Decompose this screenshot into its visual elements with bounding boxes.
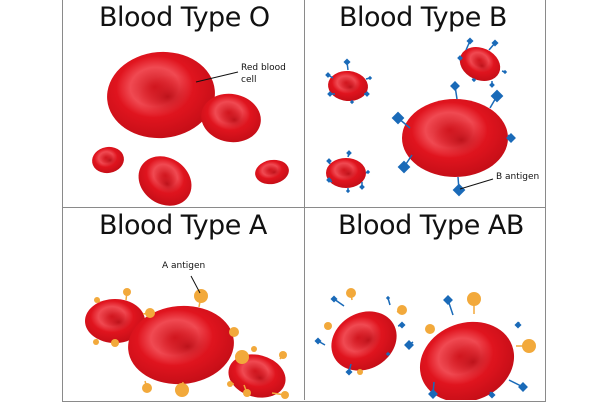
b-antigen-icon xyxy=(326,158,332,164)
b-antigen-icon xyxy=(491,39,499,47)
red-blood-cell xyxy=(255,159,289,185)
b-antigen-icon xyxy=(398,321,406,329)
panel-title-type-ab: Blood Type AB xyxy=(338,210,524,241)
b-antigen-icon xyxy=(326,177,332,183)
b-antigen-icon xyxy=(343,58,351,66)
red-blood-cell xyxy=(228,354,286,398)
red-blood-cell xyxy=(92,146,124,174)
a-antigen-icon xyxy=(251,346,257,352)
callout-line-a-antigen xyxy=(190,275,201,294)
callout-b-antigen: B antigen xyxy=(496,172,540,182)
a-antigen-icon xyxy=(229,327,239,337)
b-antigen-icon xyxy=(428,389,438,399)
callout-line-b-antigen xyxy=(459,178,494,190)
b-antigen-icon xyxy=(364,91,370,97)
b-antigen-icon xyxy=(404,340,414,350)
b-antigen-icon xyxy=(488,391,496,399)
b-antigen-icon xyxy=(450,81,460,91)
b-antigen-icon xyxy=(385,295,391,301)
red-blood-cell xyxy=(331,311,397,371)
callout-red-blood-cell-line2: cell xyxy=(241,75,257,85)
a-antigen-icon xyxy=(123,288,131,296)
b-antigen-icon xyxy=(502,69,508,75)
a-antigen-icon xyxy=(145,308,155,318)
red-blood-cell xyxy=(138,156,192,206)
horizontal-divider xyxy=(62,207,546,208)
b-antigen-icon xyxy=(345,368,353,376)
a-antigen-icon xyxy=(522,339,536,353)
b-antigen-icon xyxy=(365,169,371,175)
b-antigen-icon xyxy=(325,72,331,78)
b-antigen-icon xyxy=(514,321,522,329)
a-antigen-icon xyxy=(243,389,251,397)
red-blood-cell xyxy=(201,93,261,143)
b-antigen-icon xyxy=(367,75,373,81)
a-antigen-icon xyxy=(93,339,99,345)
a-antigen-icon xyxy=(194,289,208,303)
vertical-divider xyxy=(304,0,305,400)
red-blood-cell xyxy=(107,51,215,139)
red-blood-cell xyxy=(419,321,515,400)
b-antigen-icon xyxy=(391,111,405,125)
red-blood-cell xyxy=(328,70,368,102)
a-antigen-icon xyxy=(357,369,363,375)
a-antigen-icon xyxy=(142,383,152,393)
callout-red-blood-cell-line1: Red blood xyxy=(241,63,286,73)
a-antigen-icon xyxy=(425,324,435,334)
a-antigen-icon xyxy=(227,381,233,387)
b-antigen-icon xyxy=(506,133,516,143)
red-blood-cell xyxy=(85,299,145,343)
a-antigen-icon xyxy=(397,305,407,315)
b-antigen-icon xyxy=(452,183,466,197)
red-blood-cell xyxy=(459,46,501,82)
a-antigen-icon xyxy=(111,339,119,347)
b-antigen-icon xyxy=(346,150,352,156)
panel-title-type-b: Blood Type B xyxy=(339,2,507,33)
red-blood-cell xyxy=(128,305,234,385)
a-antigen-icon xyxy=(324,322,332,330)
b-antigen-icon xyxy=(327,91,333,97)
callout-line-red-blood-cell xyxy=(195,71,239,83)
a-antigen-icon xyxy=(346,288,356,298)
a-antigen-icon xyxy=(235,350,249,364)
b-antigen-icon xyxy=(489,82,495,88)
a-antigen-icon xyxy=(175,383,189,397)
b-antigen-icon xyxy=(385,351,391,357)
b-antigen-icon xyxy=(314,337,322,345)
panel-title-type-o: Blood Type O xyxy=(99,2,270,33)
b-antigen-icon xyxy=(518,382,528,392)
b-antigen-icon xyxy=(397,160,411,174)
red-blood-cell xyxy=(326,158,366,188)
b-antigen-icon xyxy=(345,188,351,194)
red-blood-cell xyxy=(402,99,508,177)
b-antigen-icon xyxy=(490,89,504,103)
b-antigen-icon xyxy=(466,37,474,45)
a-antigen-icon xyxy=(279,351,287,359)
a-antigen-icon xyxy=(281,391,289,399)
b-antigen-icon xyxy=(330,295,338,303)
panel-title-type-a: Blood Type A xyxy=(99,210,267,241)
b-antigen-icon xyxy=(443,295,453,305)
b-antigen-icon xyxy=(359,184,365,190)
a-antigen-icon xyxy=(467,292,481,306)
a-antigen-icon xyxy=(94,297,100,303)
callout-a-antigen: A antigen xyxy=(162,261,206,271)
